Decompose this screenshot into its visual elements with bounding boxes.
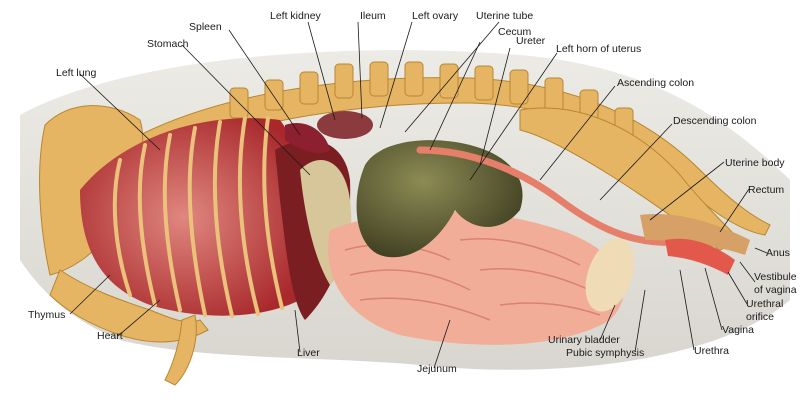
- vertebral-column: [139, 61, 771, 236]
- label-heart: Heart: [97, 330, 123, 342]
- label-left-horn-of-uterus: Left horn of uterus: [556, 43, 641, 55]
- label-ascending-colon: Ascending colon: [617, 77, 694, 89]
- label-urethral-orifice-line2: orifice: [746, 311, 774, 323]
- label-vestibule-line2: of vagina: [754, 284, 797, 296]
- spleen-shape: [285, 122, 330, 154]
- label-cecum: Cecum: [498, 26, 532, 38]
- label-pubic-symphysis: Pubic symphysis: [566, 347, 644, 359]
- label-descending-colon: Descending colon: [673, 115, 757, 127]
- label-anus: Anus: [766, 247, 790, 259]
- label-ileum: Ileum: [360, 10, 386, 22]
- label-vagina: Vagina: [722, 324, 754, 336]
- label-thymus: Thymus: [28, 309, 65, 321]
- label-urinary-bladder: Urinary bladder: [548, 334, 620, 346]
- cecum-shape: [356, 140, 523, 258]
- label-ureter: Ureter: [516, 35, 546, 47]
- vagina-shape: [665, 238, 735, 275]
- label-left-lung: Left lung: [56, 67, 96, 79]
- label-rectum: Rectum: [748, 184, 784, 196]
- ribs: [112, 116, 284, 318]
- label-uterine-body: Uterine body: [725, 157, 785, 169]
- forelimb: [49, 269, 209, 343]
- rectum-shape: [640, 214, 750, 255]
- forelimb-lower: [164, 314, 197, 386]
- label-urethra: Urethra: [694, 345, 729, 357]
- label-liver: Liver: [297, 347, 320, 359]
- label-stomach: Stomach: [147, 38, 189, 50]
- leader-lines: [69, 21, 768, 369]
- colon-shape: [416, 146, 704, 247]
- label-vestibule-line1: Vestibule: [754, 271, 797, 283]
- label-spleen: Spleen: [189, 21, 222, 33]
- label-jejunum: Jejunum: [417, 363, 457, 375]
- label-uterine-tube: Uterine tube: [476, 10, 533, 22]
- label-left-ovary: Left ovary: [412, 10, 459, 22]
- label-urethral-orifice-line1: Urethral: [746, 298, 783, 310]
- label-left-kidney: Left kidney: [270, 10, 322, 22]
- thoracic-cavity: [80, 118, 311, 316]
- bladder-shape: [585, 238, 635, 312]
- jejunum-coils: [344, 237, 601, 321]
- kidney-shape: [317, 111, 373, 139]
